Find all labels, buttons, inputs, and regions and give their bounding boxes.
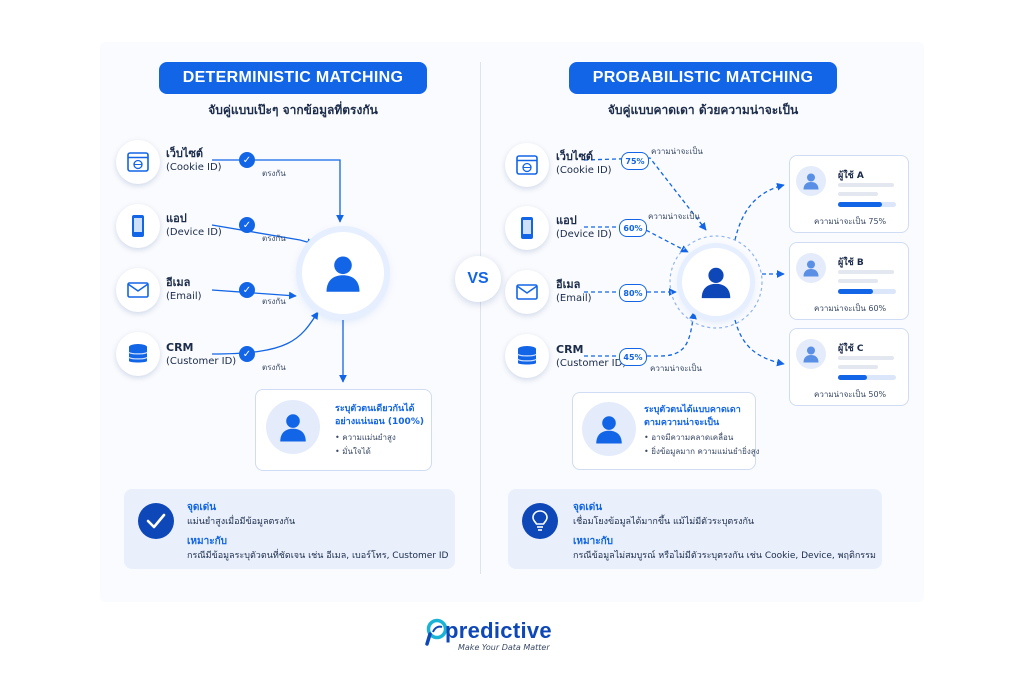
deterministic-title: DETERMINISTIC MATCHING: [159, 62, 427, 94]
brand-name: predictive: [445, 618, 552, 643]
suitable-text: กรณีข้อมูลไม่สมบูรณ์ หรือไม่มีตัวระบุตรง…: [573, 551, 876, 561]
email-icon: [505, 270, 549, 314]
match-label: ตรงกัน: [262, 234, 286, 243]
source-app-label: แอป(Device ID): [166, 212, 222, 238]
user-icon: [796, 339, 826, 369]
deterministic-info-box: [124, 489, 455, 569]
predictive-logo-icon: [425, 618, 448, 646]
section-divider: [480, 62, 481, 574]
check-icon: ✓: [239, 152, 255, 168]
user-icon: [582, 402, 636, 456]
probabilistic-subtitle: จับคู่แบบคาดเดา ด้วยความน่าจะเป็น: [607, 103, 799, 117]
source-crm-label: CRM(Customer ID): [556, 343, 627, 369]
candidate-name: ผู้ใช้ A: [838, 171, 864, 181]
strength-text: เชื่อมโยงข้อมูลได้มากขึ้น แม้ไม่มีตัวระบ…: [573, 517, 755, 527]
probable-user-icon: [682, 248, 750, 316]
website-icon: [116, 140, 160, 184]
candidate-probability: ความน่าจะเป็น 75%: [814, 217, 887, 226]
source-email-label: อีเมล(Email): [556, 278, 592, 304]
check-icon: ✓: [239, 282, 255, 298]
check-icon: ✓: [239, 346, 255, 362]
probability-bar: [838, 375, 896, 380]
result-bullets: • อาจมีความคลาดเคลื่อน• ยิ่งข้อมูลมาก คว…: [644, 433, 760, 456]
user-icon: [796, 166, 826, 196]
source-website-label: เว็บไซต์(Cookie ID): [166, 147, 222, 173]
vs-badge: VS: [455, 256, 501, 302]
placeholder-line: [838, 279, 878, 283]
placeholder-line: [838, 192, 878, 196]
placeholder-line: [838, 356, 894, 360]
user-icon: [266, 400, 320, 454]
database-icon: [116, 332, 160, 376]
probabilistic-info-box: [508, 489, 882, 569]
probability-badge: 75%: [621, 152, 649, 170]
candidate-name: ผู้ใช้ B: [838, 258, 864, 268]
placeholder-line: [838, 365, 878, 369]
probability-bar-fill: [838, 289, 873, 294]
strength-heading: จุดเด่น: [187, 502, 217, 513]
match-label: ตรงกัน: [262, 169, 286, 178]
website-icon: [505, 143, 549, 187]
result-title: ระบุตัวตนได้แบบคาดเดาตามความน่าจะเป็น: [644, 405, 741, 428]
suitable-heading: เหมาะกับ: [187, 536, 227, 547]
probability-label: ความน่าจะเป็น: [648, 212, 700, 221]
probability-badge: 45%: [619, 348, 647, 366]
placeholder-line: [838, 183, 894, 187]
phone-icon: [505, 206, 549, 250]
database-icon: [505, 334, 549, 378]
lightbulb-icon: [522, 503, 558, 539]
placeholder-line: [838, 270, 894, 274]
candidate-probability: ความน่าจะเป็น 50%: [814, 390, 887, 399]
candidate-name: ผู้ใช้ C: [838, 344, 864, 354]
probabilistic-title: PROBABILISTIC MATCHING: [569, 62, 837, 94]
source-website-label: เว็บไซต์(Cookie ID): [556, 150, 612, 176]
probability-bar: [838, 202, 896, 207]
deterministic-subtitle: จับคู่แบบเป๊ะๆ จากข้อมูลที่ตรงกัน: [208, 103, 378, 117]
suitable-heading: เหมาะกับ: [573, 536, 613, 547]
user-icon: [796, 253, 826, 283]
email-icon: [116, 268, 160, 312]
strength-text: แม่นยำสูงเมื่อมีข้อมูลตรงกัน: [187, 517, 296, 527]
probability-badge: 60%: [619, 219, 647, 237]
brand-tagline: Make Your Data Matter: [458, 643, 550, 652]
probability-bar-fill: [838, 375, 867, 380]
source-email-label: อีเมล(Email): [166, 276, 202, 302]
source-app-label: แอป(Device ID): [556, 214, 612, 240]
check-icon: ✓: [239, 217, 255, 233]
probability-bar: [838, 289, 896, 294]
phone-icon: [116, 204, 160, 248]
check-circle-icon: [138, 503, 174, 539]
strength-heading: จุดเด่น: [573, 502, 603, 513]
match-label: ตรงกัน: [262, 297, 286, 306]
suitable-text: กรณีมีข้อมูลระบุตัวตนที่ชัดเจน เช่น อีเม…: [187, 551, 449, 561]
unified-user-icon: [302, 232, 384, 314]
probability-badge: 80%: [619, 284, 647, 302]
match-label: ตรงกัน: [262, 363, 286, 372]
result-bullets: • ความแม่นยำสูง• มั่นใจได้: [335, 433, 396, 456]
candidate-probability: ความน่าจะเป็น 60%: [814, 304, 887, 313]
probability-label: ความน่าจะเป็น: [651, 147, 703, 156]
probability-label: ความน่าจะเป็น: [650, 364, 702, 373]
source-crm-label: CRM(Customer ID): [166, 341, 237, 367]
probability-bar-fill: [838, 202, 882, 207]
result-title: ระบุตัวตนเดียวกันได้อย่างแน่นอน (100%): [335, 404, 424, 427]
